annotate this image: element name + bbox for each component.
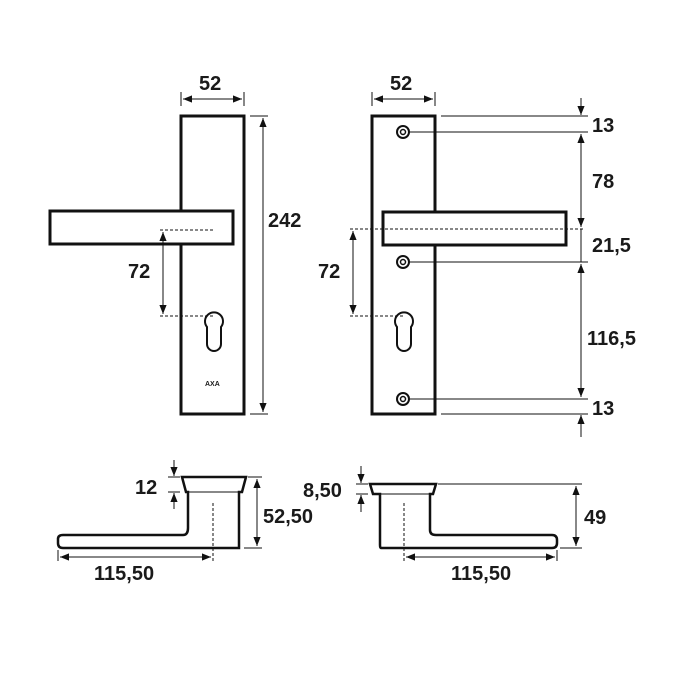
backplate (370, 114, 437, 416)
side-view-left: 12 52,50 115,50 (56, 460, 313, 585)
dim-plate-width: 52 (390, 73, 412, 95)
backplate (179, 114, 246, 416)
dim-screw-to-screw: 116,5 (587, 328, 636, 350)
dim-screw-to-handle: 78 (592, 171, 614, 193)
dim-rose-height: 8,50 (303, 480, 342, 502)
dim-total-height: 49 (584, 507, 606, 529)
dim-plate-height: 242 (268, 210, 301, 232)
dim-lever-length: 115,50 (94, 563, 154, 585)
front-view-left: AXA 52 242 72 (48, 73, 301, 416)
side-view-right: 8,50 49 115,50 (303, 466, 606, 585)
front-view-right: 52 72 13 78 21,5 116,5 13 (318, 73, 636, 437)
lever-handle (48, 209, 235, 246)
keyhole-icon (394, 311, 414, 352)
dim-total-height: 52,50 (263, 506, 313, 528)
dim-plate-width: 52 (199, 73, 221, 95)
keyhole-icon (204, 311, 224, 352)
dim-rose-height: 12 (135, 477, 157, 499)
lever-profile (56, 475, 248, 550)
brand-mark: AXA (205, 381, 220, 388)
dim-top-screw: 13 (592, 115, 614, 137)
lever-profile (368, 482, 559, 550)
dim-handle-to-cylinder: 72 (318, 261, 340, 283)
dim-bottom-screw: 13 (592, 398, 614, 420)
dim-handle-to-screw: 21,5 (592, 235, 631, 257)
dim-lever-length: 115,50 (451, 563, 511, 585)
dim-handle-to-cylinder: 72 (128, 261, 150, 283)
